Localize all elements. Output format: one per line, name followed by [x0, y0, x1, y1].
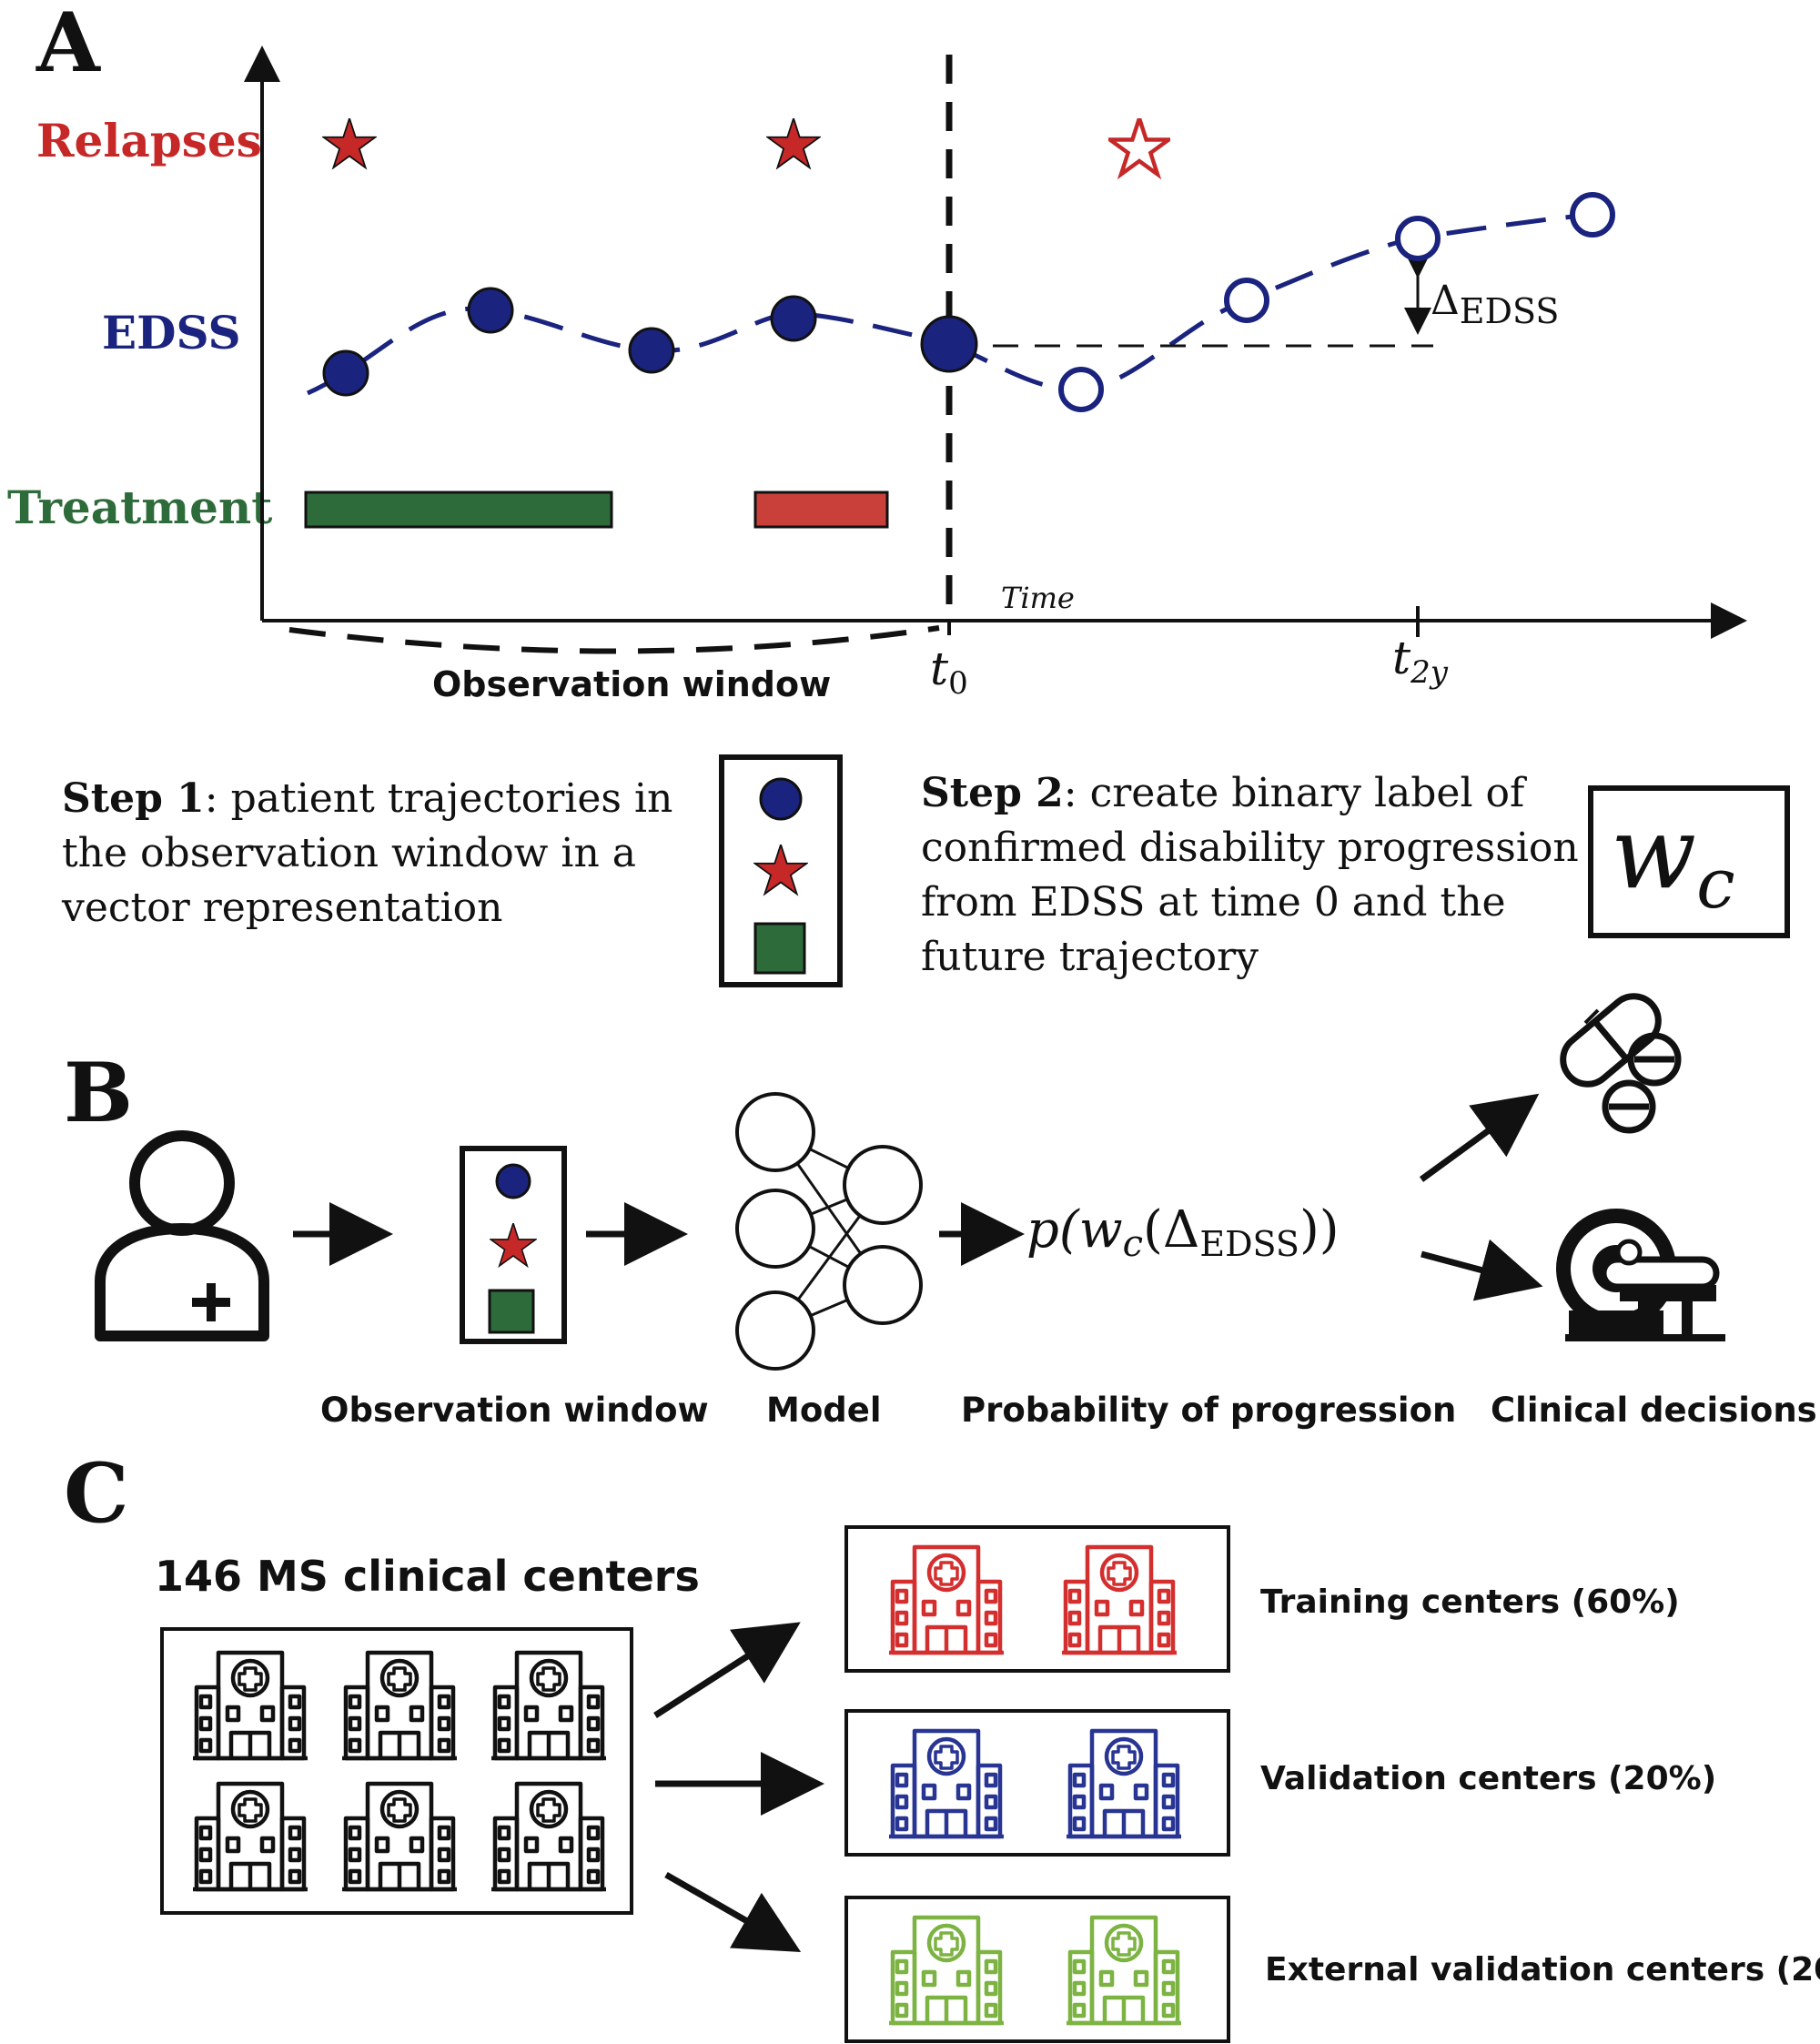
training-label: Training centers (60%) — [1260, 1584, 1680, 1621]
treatment-bar-red — [753, 491, 889, 529]
vector-treatment-square — [488, 1289, 535, 1334]
observation-window-label: Observation window — [432, 664, 831, 704]
training-box — [844, 1525, 1230, 1673]
relapses-label: Relapses — [36, 114, 262, 167]
panel-b-letter: B — [64, 1045, 133, 1141]
relapse-star-1 — [323, 118, 375, 167]
panel-a: A Relapses EDSS Treatment Time t0 t2y Ob… — [7, 0, 1790, 987]
observation-window-brace — [288, 625, 940, 654]
hospital-icon — [193, 1653, 308, 1758]
validation-label: Validation centers (20%) — [1260, 1760, 1716, 1797]
label-observation-window: Observation window — [320, 1391, 709, 1430]
hospital-icon — [342, 1653, 457, 1758]
edss-label: EDSS — [102, 306, 241, 359]
external-label: External validation centers (20%) — [1265, 1951, 1820, 1988]
label-clinical-decisions: Clinical decisions — [1491, 1391, 1817, 1430]
edss-future-point — [1058, 367, 1104, 412]
arrow-to-imaging — [1421, 1239, 1543, 1301]
step2-line2: confirmed disability progression — [921, 825, 1579, 871]
all-centers-grid — [193, 1653, 606, 1889]
external-box — [844, 1896, 1230, 2043]
edss-observed-point — [322, 349, 369, 397]
all-centers-box — [160, 1627, 633, 1915]
t0-label: t0 — [930, 643, 968, 702]
panel-c: C 146 MS clinical centers Training cente… — [64, 1445, 1820, 2043]
label-wc-box — [1588, 785, 1790, 938]
arrow-to-medication — [1419, 1093, 1540, 1182]
relapse-star-2 — [767, 118, 819, 167]
t2y-label: t2y — [1392, 632, 1449, 691]
label-model: Model — [766, 1391, 882, 1430]
hospital-icon — [889, 1731, 1004, 1837]
pills-icon — [1560, 993, 1682, 1134]
edss-future-point — [1224, 278, 1269, 323]
label-probability: Probability of progression — [961, 1391, 1456, 1430]
arrow-to-external — [664, 1871, 802, 1952]
centers-title: 146 MS clinical centers — [155, 1552, 700, 1601]
edss-observed-point — [628, 327, 675, 374]
step1-line3: vector representation — [61, 885, 503, 931]
delta-edss-label: ΔEDSS — [1431, 278, 1559, 331]
neural-network-icon — [735, 1092, 923, 1371]
edss-future-point — [1395, 216, 1441, 261]
patient-icon — [95, 1130, 269, 1341]
vector-treatment-square — [753, 922, 806, 975]
step2-line4: future trajectory — [921, 934, 1259, 980]
edss-observed-point — [467, 287, 514, 334]
vector-edss-circle — [495, 1163, 531, 1199]
arrow-to-training — [653, 1622, 801, 1718]
hospital-icon — [1067, 1731, 1181, 1837]
hospital-icon — [193, 1784, 308, 1889]
panel-b: B p(wc(ΔEDSS)) — [64, 993, 1817, 1430]
edss-future-point — [1570, 192, 1615, 238]
validation-box — [844, 1709, 1230, 1857]
time-axis-label: Time — [1001, 581, 1075, 615]
step1-line2: the observation window in a — [62, 830, 636, 876]
future-relapse-star — [1110, 118, 1169, 175]
hospital-icon — [1067, 1918, 1181, 2023]
panel-c-letter: C — [64, 1445, 129, 1542]
label-wc: wc — [1611, 794, 1735, 924]
step2-line3: from EDSS at time 0 and the — [921, 879, 1506, 926]
vector-representation-box — [719, 754, 843, 987]
hospital-icon — [491, 1653, 606, 1758]
step1-line1: Step 1: patient trajectories in — [62, 775, 672, 822]
hospital-icon — [491, 1784, 606, 1889]
vector-edss-circle — [759, 777, 803, 821]
mri-scanner-icon — [1556, 1209, 1725, 1341]
hospital-icon — [889, 1547, 1004, 1653]
hospital-icon — [342, 1784, 457, 1889]
edss-baseline-point — [920, 315, 978, 373]
treatment-label: Treatment — [7, 481, 272, 534]
hospital-icon — [889, 1918, 1004, 2023]
vector-relapse-star — [754, 845, 806, 894]
step2-line1: Step 2: create binary label of — [921, 770, 1527, 816]
probability-formula: p(wc(ΔEDSS)) — [1026, 1200, 1340, 1265]
panel-a-letter: A — [35, 0, 101, 91]
treatment-bar-green — [304, 491, 613, 529]
edss-observed-point — [770, 295, 817, 342]
vector-relapse-star — [490, 1223, 535, 1266]
observation-window-vector — [460, 1146, 567, 1344]
hospital-icon — [1062, 1547, 1177, 1653]
